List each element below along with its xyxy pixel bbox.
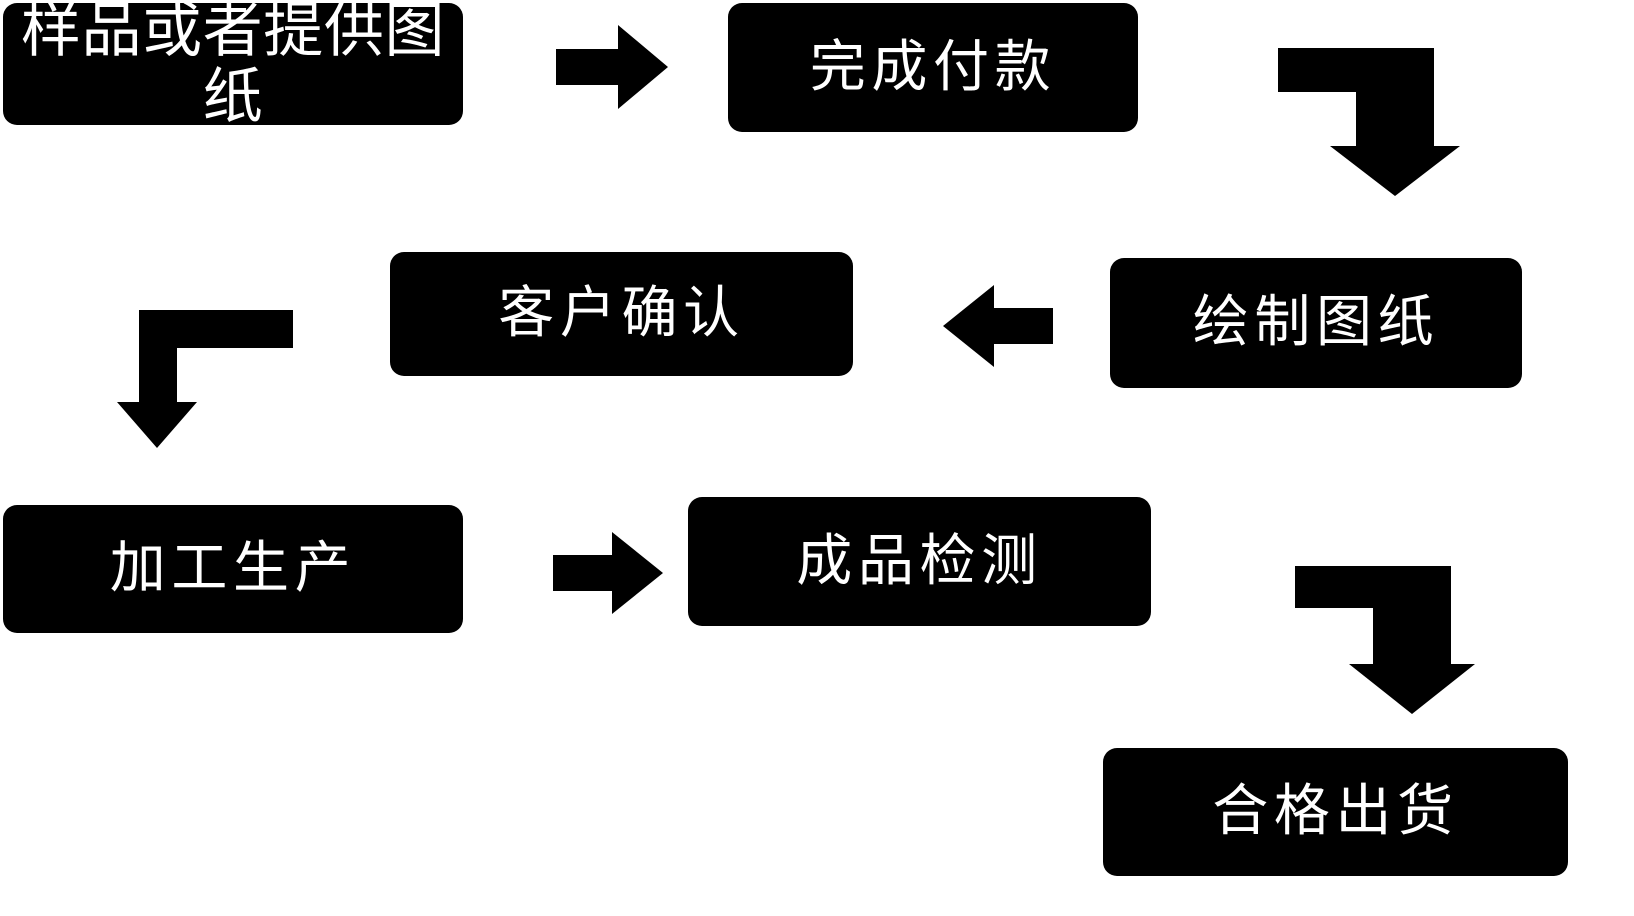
node-production-label: 加工生产	[109, 536, 357, 602]
node-customer-confirm-label: 客户确认	[498, 281, 745, 347]
node-inspection-label: 成品检测	[796, 528, 1043, 594]
arrow-confirm-to-produce	[117, 310, 293, 448]
node-inspection[interactable]: 成品检测	[688, 497, 1151, 626]
arrow-drawing-to-confirm	[943, 285, 1053, 367]
node-payment[interactable]: 完成付款	[728, 3, 1138, 132]
node-drawing-label: 绘制图纸	[1192, 290, 1440, 356]
node-shipment[interactable]: 合格出货	[1103, 748, 1568, 876]
node-sample[interactable]: 样品或者提供图纸	[3, 0, 463, 130]
node-payment-label: 完成付款	[809, 34, 1057, 100]
arrow-produce-to-inspect	[553, 532, 663, 614]
arrow-payment-to-drawing	[1278, 48, 1460, 196]
node-drawing[interactable]: 绘制图纸	[1110, 258, 1522, 388]
node-shipment-label: 合格出货	[1212, 779, 1459, 845]
node-sample-label: 样品或者提供图纸	[20, 0, 446, 132]
arrow-sample-to-payment	[556, 25, 668, 109]
arrow-inspect-to-ship	[1295, 566, 1475, 714]
node-customer-confirm[interactable]: 客户确认	[390, 252, 853, 376]
node-production[interactable]: 加工生产	[3, 505, 463, 633]
